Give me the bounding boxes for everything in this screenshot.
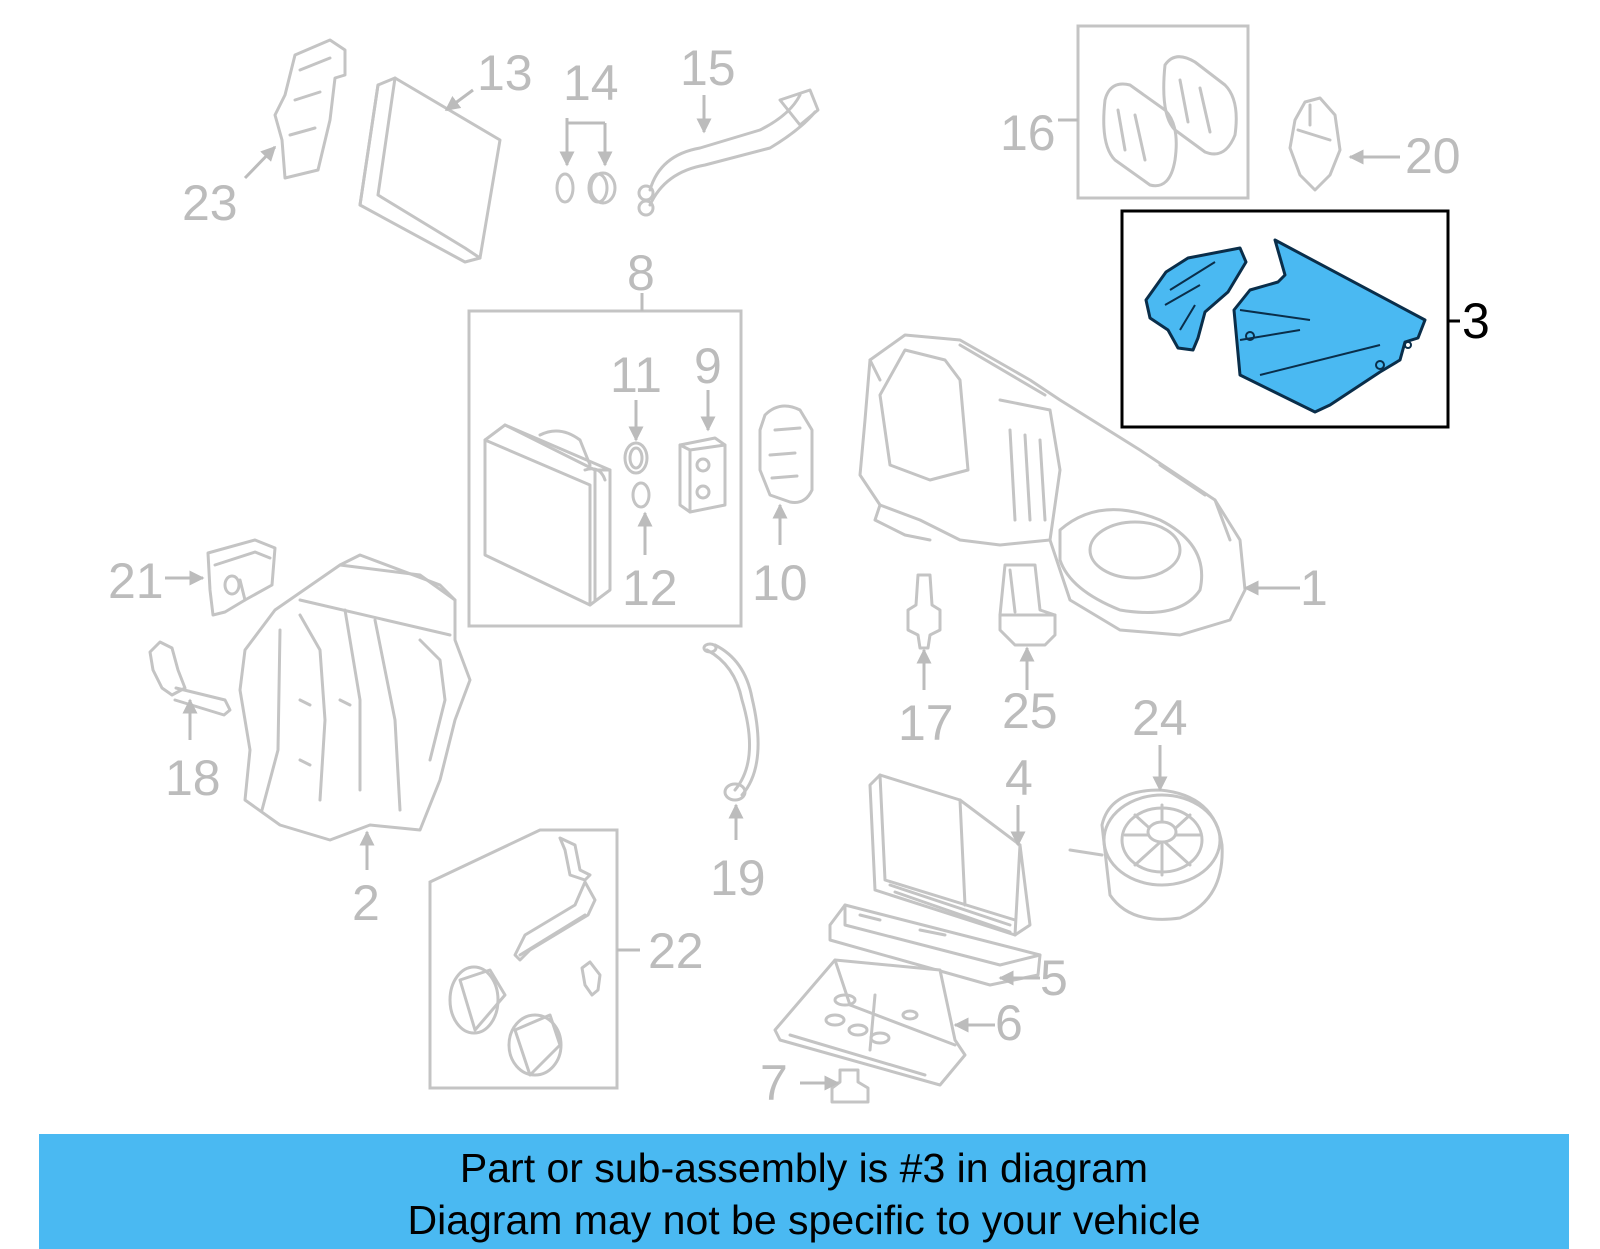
part-3-cover-highlighted[interactable] xyxy=(1144,238,1427,414)
part-13-evaporator-core[interactable] xyxy=(358,76,502,264)
callout-14: 14 xyxy=(563,55,619,111)
callout-4: 4 xyxy=(1005,750,1033,806)
callout-21: 21 xyxy=(108,553,164,609)
callout-12: 12 xyxy=(622,560,678,616)
callout-10: 10 xyxy=(752,555,808,611)
callout-5: 5 xyxy=(1040,950,1068,1006)
callout-24: 24 xyxy=(1132,690,1188,746)
callout-16: 16 xyxy=(1000,105,1056,161)
banner-line-disclaimer: Diagram may not be specific to your vehi… xyxy=(407,1197,1201,1243)
part-10-grommet[interactable] xyxy=(758,404,814,504)
callout-7: 7 xyxy=(760,1055,788,1111)
callout-18: 18 xyxy=(165,750,221,806)
part-21-module[interactable] xyxy=(206,538,277,617)
callout-2: 2 xyxy=(352,875,380,931)
part-12-o-ring[interactable] xyxy=(631,481,651,509)
part-9-expansion-valve[interactable] xyxy=(678,436,727,514)
callout-3: 3 xyxy=(1462,293,1490,349)
part-8-evaporator[interactable] xyxy=(483,423,612,607)
callout-19: 19 xyxy=(710,850,766,906)
callout-1: 1 xyxy=(1300,560,1328,616)
callout-23: 23 xyxy=(182,175,238,231)
callout-22: 22 xyxy=(648,923,704,979)
part-14-o-rings[interactable] xyxy=(555,171,617,205)
part-2-heater-case[interactable] xyxy=(238,553,472,842)
callout-13: 13 xyxy=(477,45,533,101)
part-5-filter-frame[interactable] xyxy=(828,903,1042,987)
callout-11: 11 xyxy=(610,347,662,403)
part-23-bracket[interactable] xyxy=(273,38,347,180)
highlight-box-3 xyxy=(1120,209,1450,429)
callout-17: 17 xyxy=(898,695,954,751)
part-11-o-ring[interactable] xyxy=(623,441,649,475)
part-24-blower-motor[interactable] xyxy=(1068,788,1224,921)
part-22-door-kit[interactable] xyxy=(448,836,602,1077)
part-25-blower-resistor[interactable] xyxy=(998,563,1057,647)
callout-25: 25 xyxy=(1002,683,1058,739)
part-20-sensor[interactable] xyxy=(1288,96,1342,192)
part-19-drain-hose[interactable] xyxy=(702,642,760,802)
part-17-clip[interactable] xyxy=(906,573,942,650)
callout-9: 9 xyxy=(694,338,722,394)
callout-6: 6 xyxy=(995,995,1023,1051)
part-7-fastener[interactable] xyxy=(830,1068,870,1104)
part-18-actuator[interactable] xyxy=(148,640,232,717)
banner-line-part: Part or sub-assembly is #3 in diagram xyxy=(459,1145,1149,1191)
info-banner: Part or sub-assembly is #3 in diagram Di… xyxy=(39,1134,1569,1249)
part-15-ac-line[interactable] xyxy=(637,88,820,217)
callout-20: 20 xyxy=(1405,128,1461,184)
part-16-seals[interactable] xyxy=(1102,55,1238,188)
callout-15: 15 xyxy=(680,40,736,96)
part-6-tray[interactable] xyxy=(773,958,967,1087)
part-1-hvac-case[interactable] xyxy=(858,333,1247,637)
callout-8: 8 xyxy=(627,245,655,301)
part-4-cabin-filter[interactable] xyxy=(868,773,1032,937)
